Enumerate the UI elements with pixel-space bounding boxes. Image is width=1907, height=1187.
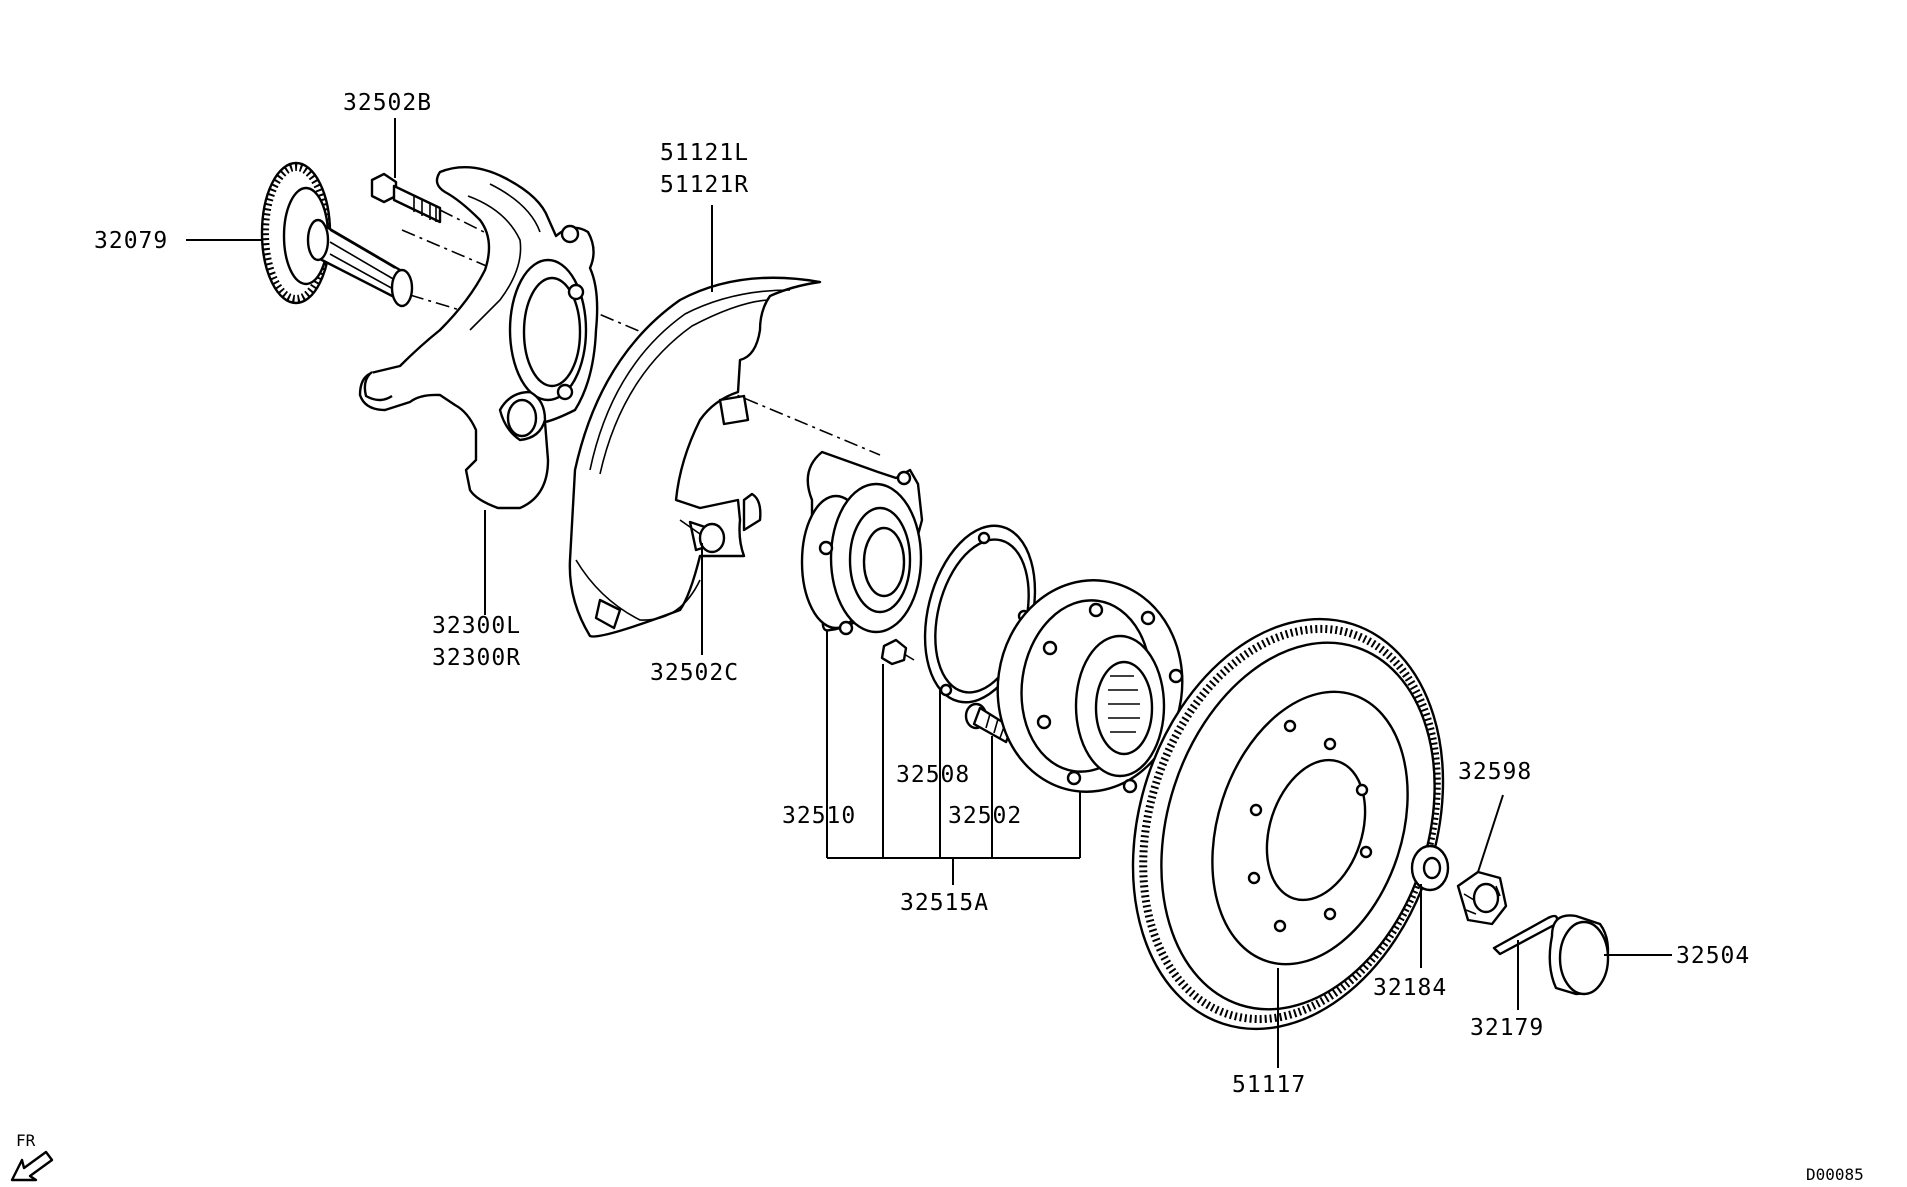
diagram-code: D00085	[1806, 1165, 1864, 1184]
label-32184: 32184	[1373, 975, 1447, 1001]
axis-line	[719, 387, 881, 456]
leader-32598	[1477, 794, 1504, 873]
label-32510: 32510	[782, 803, 856, 829]
hub-bearing-32510	[800, 450, 924, 636]
hub-flange	[996, 579, 1184, 794]
hub-cap-32504	[1548, 914, 1610, 996]
axis-line	[409, 294, 501, 323]
label-32502: 32502	[948, 803, 1022, 829]
label-32502B: 32502B	[343, 90, 432, 116]
label-32515A: 32515A	[900, 890, 989, 916]
label-51121L: 51121L	[660, 140, 749, 166]
nut-32502-small	[880, 638, 915, 666]
drive-shaft-32079	[260, 161, 414, 308]
label-32508: 32508	[896, 762, 970, 788]
brake-disc-51117	[1131, 617, 1445, 1031]
front-arrow-icon	[10, 1150, 54, 1182]
label-32179: 32179	[1470, 1015, 1544, 1041]
castle-nut-32598	[1456, 870, 1508, 926]
label-32079: 32079	[94, 228, 168, 254]
dust-shield-51121	[568, 276, 822, 638]
label-32598: 32598	[1458, 759, 1532, 785]
washer-32184	[1410, 844, 1450, 892]
steering-knuckle-32300	[358, 166, 599, 510]
bolt-32502C	[679, 519, 726, 554]
orientation-label: FR	[16, 1131, 36, 1150]
label-32502C: 32502C	[650, 660, 739, 686]
cotter-pin-32179	[1492, 914, 1559, 956]
label-32300L: 32300L	[432, 613, 521, 639]
bolt-32502B	[370, 172, 442, 224]
label-51121R: 51121R	[660, 172, 749, 198]
hub-bolt-32502	[964, 702, 1014, 744]
label-32504: 32504	[1676, 943, 1750, 969]
label-32300R: 32300R	[432, 645, 521, 671]
label-51117: 51117	[1232, 1072, 1306, 1098]
